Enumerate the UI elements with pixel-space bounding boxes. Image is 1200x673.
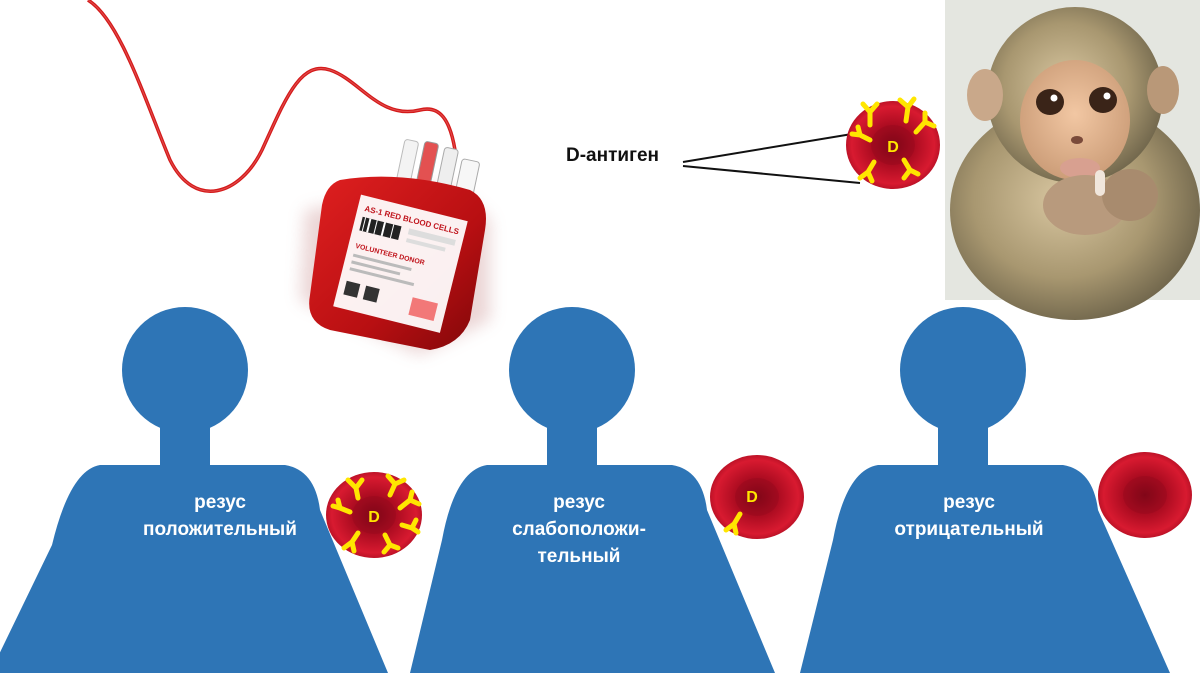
person-silhouette-positive (0, 307, 388, 673)
person-label-negative: резус отрицательный (859, 489, 1079, 543)
person-label-weak-line-3: тельный (537, 546, 621, 567)
red-blood-cell-negative (1098, 452, 1192, 538)
person-silhouette-weak (410, 307, 775, 673)
antigen-letter-positive: D (368, 509, 380, 526)
person-label-negative-line-1: резус (943, 492, 995, 513)
red-blood-cell-positive: D (326, 472, 422, 558)
person-label-weak-line-1: резус (553, 492, 605, 513)
red-blood-cell-weak: D (710, 455, 804, 539)
callout-line-top (682, 132, 859, 163)
callout-line-bottom (682, 165, 861, 184)
person-silhouette-negative (800, 307, 1170, 673)
bag-ports (395, 139, 480, 202)
person-label-weak-line-2: слабоположи- (512, 519, 646, 540)
red-blood-cell-callout: D (846, 96, 940, 189)
person-label-positive: резус положительный (110, 489, 330, 543)
person-label-weak: резус слабоположи- тельный (469, 489, 689, 570)
antigen-receptors (849, 96, 937, 184)
antigen-letter-callout: D (887, 139, 899, 156)
antigen-letter-weak: D (746, 489, 758, 506)
rhesus-monkey-photo (945, 0, 1200, 320)
person-label-positive-line-2: положительный (143, 519, 297, 540)
person-label-positive-line-1: резус (194, 492, 246, 513)
person-label-negative-line-2: отрицательный (894, 519, 1044, 540)
blood-bag-image: AS-1 RED BLOOD CELLS VOLUNTEER DONOR (87, 0, 490, 355)
d-antigen-label: D-антиген (566, 145, 660, 166)
